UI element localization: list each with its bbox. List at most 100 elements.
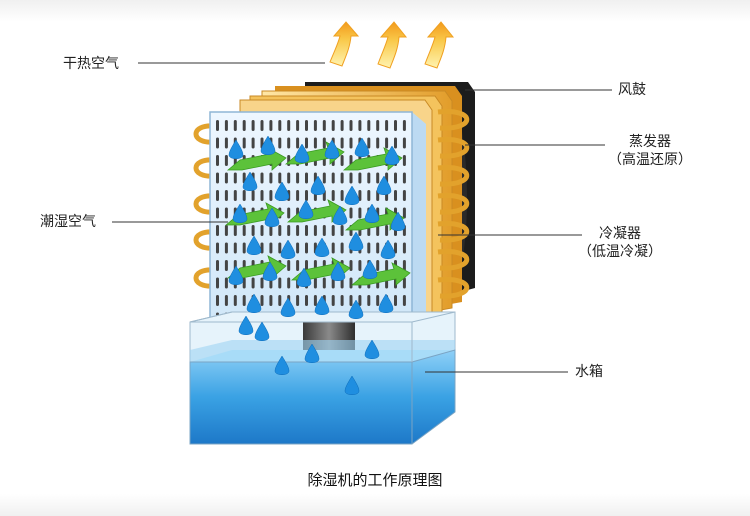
fin-slot — [331, 242, 335, 254]
fin-slot — [216, 277, 219, 289]
water-droplets — [228, 135, 406, 395]
fin-slot — [331, 172, 335, 184]
fin-slot — [269, 295, 273, 306]
fin-slot — [358, 120, 362, 131]
water-droplet — [228, 139, 244, 159]
fin-slot — [376, 172, 380, 184]
fin-slot — [402, 277, 406, 289]
fin-slot — [224, 137, 228, 149]
water-droplet — [378, 293, 394, 313]
fin-slot — [216, 242, 219, 254]
fin-slot — [313, 295, 317, 306]
water-droplet — [246, 293, 262, 313]
fin-slot — [278, 120, 282, 131]
water-droplet — [232, 203, 248, 223]
fin-slot — [233, 190, 237, 201]
fin-slot — [260, 190, 264, 201]
water-droplet — [314, 237, 330, 257]
fin-slot — [224, 295, 228, 306]
fin-slot — [278, 137, 282, 149]
fin-slot — [260, 225, 264, 236]
fin-slot — [322, 277, 326, 289]
fin-slot — [287, 260, 291, 271]
fin-slot — [313, 137, 317, 149]
water-droplet — [264, 207, 280, 227]
label-evaporator: 蒸发器 （高温还原） — [600, 133, 700, 169]
water-droplet — [246, 235, 262, 255]
fin-slot — [260, 172, 264, 184]
fin-slot — [322, 225, 326, 236]
label-dry-hot-air: 干热空气 — [63, 56, 119, 72]
fin-slot — [260, 277, 264, 289]
fin-slot — [242, 190, 246, 201]
fin-slot — [402, 155, 406, 166]
fin-slot — [224, 242, 228, 254]
fin-slot — [269, 242, 273, 254]
water-droplet — [390, 211, 406, 231]
fin-slot — [305, 190, 308, 201]
fin-slot — [224, 225, 228, 236]
fin-slot — [251, 137, 255, 149]
fin-slot — [296, 172, 300, 184]
fin-slot — [340, 120, 344, 131]
fin-slot — [269, 225, 273, 236]
water-tank — [189, 311, 456, 445]
fin-slot — [233, 295, 237, 306]
water-droplet — [254, 321, 270, 341]
fin-slot — [278, 277, 282, 289]
water-droplet — [348, 299, 364, 319]
fin-slot — [278, 242, 282, 254]
water-droplet — [280, 297, 296, 317]
water-droplet — [228, 265, 244, 285]
water-droplet — [262, 261, 278, 281]
fin-slot — [367, 137, 371, 149]
water-droplet — [344, 375, 360, 395]
fin-slot — [216, 225, 219, 236]
water-droplet — [348, 231, 364, 251]
fin-slot — [402, 190, 406, 201]
fin-slot — [216, 172, 219, 184]
fin-slot — [224, 155, 228, 166]
fin-slot — [376, 120, 380, 131]
warm-air-arrows — [329, 21, 455, 69]
fin-slot — [216, 137, 219, 149]
fin-slot — [305, 295, 308, 306]
fin-slot — [269, 172, 273, 184]
fin-slot — [296, 295, 300, 306]
fin-slot — [367, 120, 371, 131]
fin-slot — [349, 120, 353, 131]
water-droplet — [376, 175, 392, 195]
fin-slot — [224, 120, 228, 131]
evaporator-name: 蒸发器 — [629, 134, 671, 150]
fin-slot — [394, 295, 397, 306]
fin-slot — [296, 242, 300, 254]
fin-slot — [349, 172, 353, 184]
fin-slot — [358, 172, 362, 184]
fin-slot — [260, 120, 264, 131]
fin-slot — [349, 137, 353, 149]
fin-slot — [313, 120, 317, 131]
fin-slot — [296, 225, 300, 236]
fin-slot — [331, 225, 335, 236]
fin-slot — [278, 295, 282, 306]
fin-slot — [216, 190, 219, 201]
fin-slot — [269, 120, 273, 131]
fin-slot — [251, 120, 255, 131]
fin-slot — [376, 260, 380, 271]
fin-slot — [331, 190, 335, 201]
fin-slot — [313, 277, 317, 289]
fin-slot — [305, 225, 308, 236]
fin-slot — [358, 295, 362, 306]
fin-slot — [251, 225, 255, 236]
fin-slot — [305, 260, 308, 271]
fin-slot — [216, 260, 219, 271]
fin-slot — [260, 242, 264, 254]
fin-slot — [242, 120, 246, 131]
fin-slot — [367, 172, 371, 184]
water-droplet — [298, 199, 314, 219]
fin-slot — [340, 155, 344, 166]
fin-slot — [287, 277, 291, 289]
fin-slot — [251, 190, 255, 201]
fin-slot — [233, 242, 237, 254]
